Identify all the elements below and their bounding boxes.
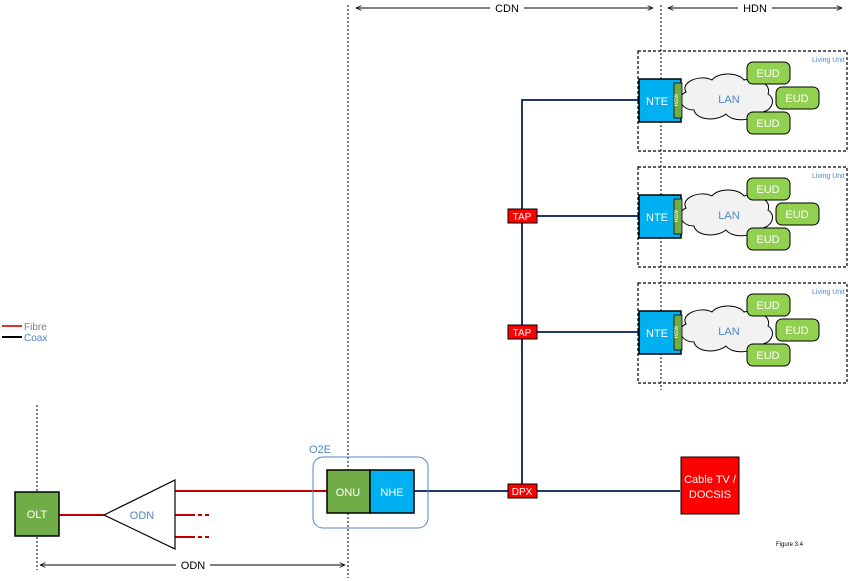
living-unit-3-label: Living Unit [812, 289, 845, 296]
lan-3-cloud [679, 305, 773, 353]
eud-1c [746, 111, 791, 135]
cable-tv-label-1: Cable TV / [684, 474, 737, 486]
eud-3b-label: EUD [785, 325, 808, 337]
cable-tv-node: Cable TV / DOCSIS [680, 456, 740, 515]
eud-2a-label: EUD [756, 184, 779, 196]
living-unit-1: Living Unit LAN EUD EUD EUD NTE HGW [637, 50, 848, 152]
lan-3-label: LAN [718, 326, 739, 338]
eud-2b [775, 202, 820, 226]
living-unit-3-frame [637, 282, 848, 384]
eud-2a [746, 177, 791, 201]
o2e-container [312, 456, 429, 529]
cable-tv-label-2: DOCSIS [689, 489, 731, 501]
legend-fibre-label: Fibre [24, 322, 47, 333]
eud-2c [746, 227, 791, 251]
hdn-label: HDN [743, 3, 767, 15]
lan-1-label: LAN [718, 94, 739, 106]
eud-1a-label: EUD [756, 68, 779, 80]
eud-1c-label: EUD [756, 118, 779, 130]
living-unit-2-label: Living Unit [812, 173, 845, 180]
eud-2c-label: EUD [756, 234, 779, 246]
living-unit-2: Living Unit LAN EUD EUD EUD NTE HGW [637, 166, 848, 268]
tap-2: TAP [507, 324, 538, 340]
nte-3-port-label: HGW [674, 326, 680, 339]
eud-1a [746, 61, 791, 85]
eud-1b [775, 86, 820, 110]
odn-splitter: ODN [102, 479, 176, 550]
living-unit-2-frame [637, 166, 848, 268]
dpx-label: DPX [512, 487, 533, 498]
living-unit-1-frame [637, 50, 848, 152]
tap-2-label: TAP [513, 328, 532, 339]
nte-2-port-label: HGW [674, 210, 680, 223]
eud-3a-label: EUD [756, 300, 779, 312]
eud-3a [746, 293, 791, 317]
eud-2b-label: EUD [785, 209, 808, 221]
figure-caption: Figure 3.4 [776, 542, 804, 548]
eud-3c [746, 343, 791, 367]
living-unit-3: Living Unit LAN EUD EUD EUD NTE HGW [637, 282, 848, 384]
nte-3-port [673, 314, 683, 351]
nte-2-label: NTE [646, 212, 668, 224]
nte-2-port [673, 198, 683, 235]
eud-3c-label: EUD [756, 350, 779, 362]
lan-1-cloud [679, 73, 773, 121]
onu-node: ONU [326, 469, 371, 514]
cdn-label: CDN [495, 3, 519, 15]
lan-2-label: LAN [718, 210, 739, 222]
olt-node: OLT [14, 491, 60, 537]
living-unit-1-label: Living Unit [812, 57, 845, 64]
tap-1: TAP [507, 208, 538, 224]
eud-1b-label: EUD [785, 93, 808, 105]
legend-coax-label: Coax [24, 333, 47, 344]
onu-label: ONU [336, 487, 361, 499]
eud-3b [775, 318, 820, 342]
dpx-node: DPX [507, 483, 538, 499]
odn-bottom-label: ODN [181, 560, 206, 572]
tap-1-label: TAP [513, 212, 532, 223]
coax-riser [521, 99, 640, 491]
nhe-node: NHE [369, 469, 415, 514]
lan-2-cloud [679, 189, 773, 237]
o2e-label: O2E [309, 444, 331, 456]
odn-splitter-label: ODN [130, 510, 155, 522]
nte-1-port-label: HGW [674, 94, 680, 107]
nte-1-label: NTE [646, 96, 668, 108]
nhe-label: NHE [380, 487, 403, 499]
olt-label: OLT [27, 509, 48, 521]
nte-3-label: NTE [646, 328, 668, 340]
nte-1-port [673, 82, 683, 119]
